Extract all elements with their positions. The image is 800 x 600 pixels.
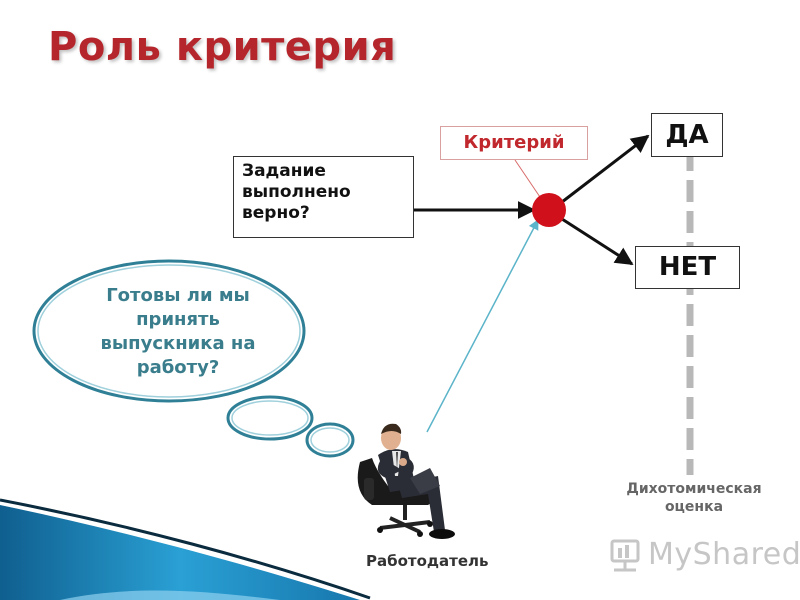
- task-question-line: выполнено: [242, 182, 351, 202]
- thought-bubble-text: Готовы ли мы принять выпускника на работ…: [78, 284, 278, 380]
- dichotomous-assessment-label: Дихотомическая оценка: [606, 480, 782, 516]
- criterion-label: Критерий: [440, 126, 588, 160]
- watermark-text: MyShared: [648, 537, 800, 572]
- dichotomous-line: оценка: [664, 499, 724, 515]
- employer-figure: [357, 423, 455, 539]
- decorative-swoosh: [0, 498, 371, 600]
- arrow-criterion-to-no: [561, 217, 634, 266]
- thought-line: принять: [136, 309, 220, 330]
- employer-label: Работодатель: [366, 552, 489, 570]
- arrow-employer-to-criterion: [426, 219, 539, 433]
- task-question-line: верно?: [242, 203, 310, 223]
- criterion-leader-line: [514, 159, 543, 201]
- arrow-criterion-to-yes: [561, 134, 650, 204]
- yes-outcome-box: ДА: [651, 113, 723, 157]
- thought-line: работу?: [136, 357, 220, 378]
- task-question-box: Задание выполнено верно?: [233, 156, 414, 238]
- thought-line: выпускника на: [100, 333, 256, 354]
- criterion-node: [532, 193, 566, 227]
- slide-title: Роль критерия: [48, 24, 397, 70]
- thought-bubble: [32, 259, 355, 458]
- no-outcome-box: НЕТ: [635, 246, 740, 289]
- thought-line: Готовы ли мы: [106, 285, 250, 306]
- dichotomous-line: Дихотомическая: [626, 481, 762, 497]
- task-question-line: Задание: [242, 161, 326, 181]
